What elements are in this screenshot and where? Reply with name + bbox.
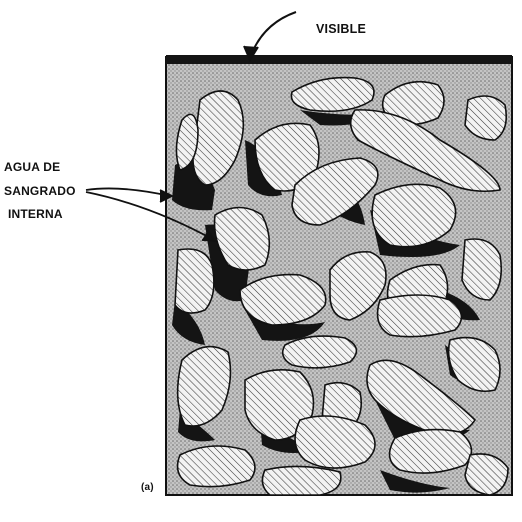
label-internal-bleed-line1: AGUA DE xyxy=(4,160,60,175)
panel-label: (a) xyxy=(141,482,154,493)
visible-arrow xyxy=(244,12,296,60)
label-internal-bleed-line3: INTERNA xyxy=(8,207,63,222)
aggregate xyxy=(178,446,255,487)
aggregate xyxy=(175,249,214,313)
label-internal-bleed-line2: SANGRADO xyxy=(4,184,76,199)
aggregate xyxy=(378,295,462,337)
aggregate xyxy=(262,466,340,495)
aggregate xyxy=(462,239,501,300)
aggregate xyxy=(283,336,357,368)
aggregate xyxy=(390,430,472,473)
aggregate xyxy=(295,416,375,468)
surface-bleed-water-layer xyxy=(166,55,512,64)
label-visible: VISIBLE xyxy=(316,22,366,36)
